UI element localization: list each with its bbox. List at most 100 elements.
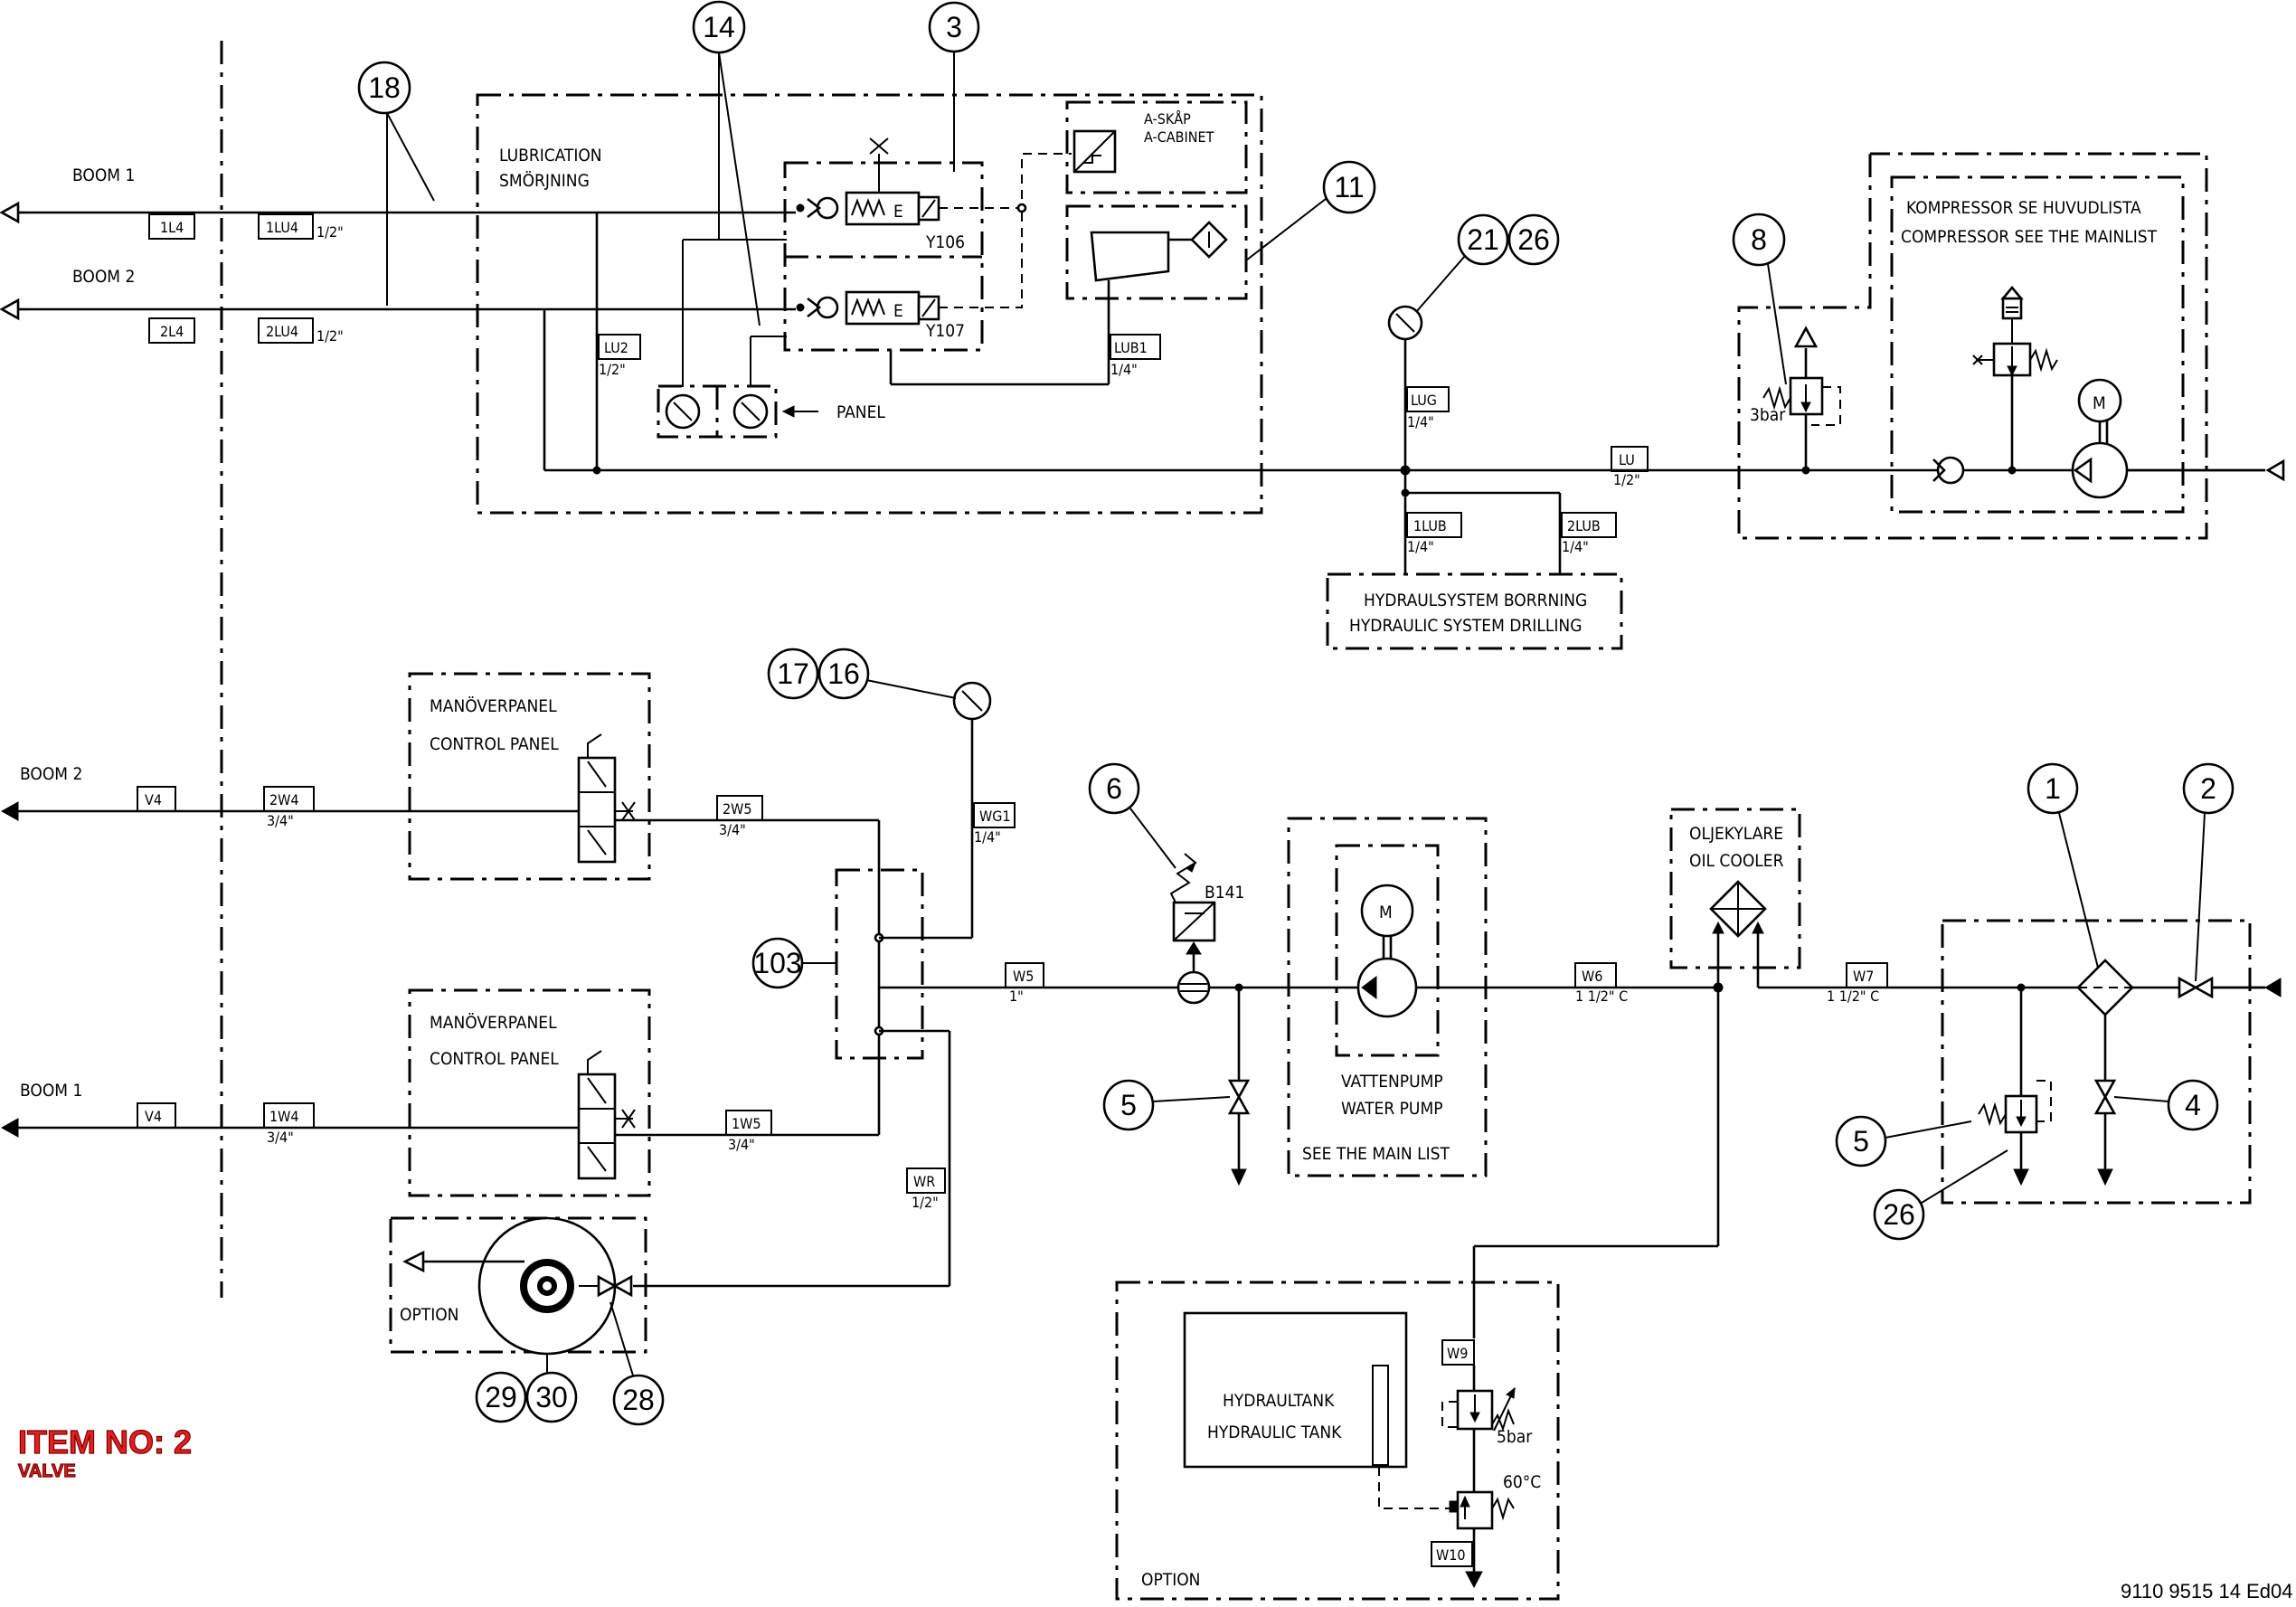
callout-26 bbox=[1873, 1188, 1925, 1241]
kompressor-en: COMPRESSOR SEE THE MAINLIST bbox=[1901, 227, 2158, 247]
svg-text:14: 14 bbox=[703, 11, 735, 43]
callout-21 bbox=[1507, 213, 1560, 266]
svg-text:29: 29 bbox=[485, 1381, 517, 1413]
svg-text:1/4": 1/4" bbox=[1407, 538, 1434, 555]
svg-text:6: 6 bbox=[1106, 772, 1122, 805]
callout-20 bbox=[1457, 213, 1509, 266]
svg-text:1/4": 1/4" bbox=[974, 828, 1001, 846]
water-pump-box bbox=[1287, 817, 1488, 1177]
flow-indicator-icon bbox=[1176, 970, 1211, 1005]
hyd-drill-en: HYDRAULIC SYSTEM DRILLING bbox=[1349, 616, 1582, 636]
boom2-water-arrow bbox=[0, 801, 19, 821]
manover-label-2: MANÖVERPANEL bbox=[430, 1012, 557, 1033]
svg-text:1 1/2" C: 1 1/2" C bbox=[1575, 988, 1628, 1005]
svg-text:8: 8 bbox=[1751, 223, 1767, 256]
boom2-top-label: BOOM 2 bbox=[72, 267, 135, 287]
water-pump-m: M bbox=[1379, 903, 1393, 922]
a-cabinet-label: A-CABINET bbox=[1144, 128, 1214, 146]
item-number: ITEM NO: 2 bbox=[18, 1423, 192, 1460]
tag-w9: W9 bbox=[1447, 1345, 1468, 1362]
callout-4 bbox=[1835, 1115, 1887, 1167]
bar5-label: 5bar bbox=[1497, 1427, 1533, 1447]
hydraulic-tank bbox=[1183, 1311, 1408, 1469]
svg-text:5: 5 bbox=[1853, 1125, 1869, 1158]
lubrication-enclosure bbox=[476, 93, 1263, 515]
tag-v4-a: V4 bbox=[145, 791, 162, 808]
control-label-1: CONTROL PANEL bbox=[430, 734, 559, 754]
item-type: VALVE bbox=[18, 1461, 76, 1481]
vattenpump-label: VATTENPUMP bbox=[1341, 1072, 1443, 1092]
panel-label: PANEL bbox=[836, 402, 885, 422]
control-panel-boom2 bbox=[408, 672, 651, 881]
callout-5 bbox=[2167, 1079, 2219, 1131]
boom2-mid-label: BOOM 2 bbox=[20, 764, 82, 784]
svg-text:1/2": 1/2" bbox=[317, 223, 344, 241]
tag-2w5: 2W5 bbox=[723, 800, 752, 818]
svg-text:1: 1 bbox=[2045, 772, 2061, 805]
svg-text:3: 3 bbox=[946, 11, 962, 43]
svg-text:28: 28 bbox=[622, 1384, 655, 1416]
tag-w5: W5 bbox=[1013, 968, 1034, 985]
tag-w10: W10 bbox=[1436, 1546, 1466, 1564]
callout-3 bbox=[1102, 1079, 1155, 1131]
option-bottom-label: OPTION bbox=[1141, 1570, 1200, 1590]
lubrication-label: LUBRICATION bbox=[499, 146, 602, 165]
callout-17 bbox=[817, 648, 870, 700]
boom1-water-arrow bbox=[0, 1118, 19, 1138]
tag-2lub: 2LUB bbox=[1567, 517, 1601, 534]
svg-text:1/4": 1/4" bbox=[1562, 538, 1589, 555]
tag-1w4: 1W4 bbox=[269, 1108, 299, 1125]
tag-wr: WR bbox=[913, 1173, 935, 1190]
manover-label-1: MANÖVERPANEL bbox=[430, 695, 557, 716]
solenoid-e-1: E bbox=[893, 202, 903, 222]
svg-text:1 1/2" C: 1 1/2" C bbox=[1827, 988, 1879, 1005]
hyd-drill-sv: HYDRAULSYSTEM BORRNING bbox=[1364, 591, 1587, 610]
option-left-label: OPTION bbox=[400, 1305, 458, 1325]
oljekylare-label: OLJEKYLARE bbox=[1689, 824, 1783, 844]
svg-text:30: 30 bbox=[535, 1381, 568, 1413]
tag-lug: LUG bbox=[1411, 392, 1437, 409]
callout-6 bbox=[1088, 762, 1140, 815]
compressor-inlet-arrow bbox=[2265, 458, 2285, 482]
option-tank-box bbox=[1115, 1281, 1560, 1601]
svg-text:1/2": 1/2" bbox=[317, 327, 344, 345]
tag-1lub: 1LUB bbox=[1413, 517, 1447, 534]
svg-text:11: 11 bbox=[1334, 171, 1364, 203]
callout-1 bbox=[2027, 762, 2079, 815]
option-reel-box bbox=[389, 1216, 647, 1354]
svg-text:26: 26 bbox=[1883, 1198, 1915, 1231]
y106-label: Y106 bbox=[925, 232, 965, 252]
svg-text:3/4": 3/4" bbox=[719, 821, 746, 838]
smorjning-label: SMÖRJNING bbox=[499, 170, 590, 191]
svg-text:26: 26 bbox=[1517, 223, 1550, 256]
svg-text:3/4": 3/4" bbox=[267, 1129, 294, 1146]
callout-29 bbox=[475, 1371, 527, 1423]
svg-text:4: 4 bbox=[2185, 1089, 2201, 1121]
tag-1w5: 1W5 bbox=[732, 1115, 761, 1132]
callout-28 bbox=[612, 1374, 665, 1426]
callout-11 bbox=[1322, 160, 1376, 214]
tag-lu2: LU2 bbox=[604, 339, 628, 356]
svg-text:103: 103 bbox=[753, 947, 801, 979]
water-inlet-arrow bbox=[2264, 978, 2282, 997]
tag-2l4: 2L4 bbox=[160, 323, 184, 340]
callout-18 bbox=[767, 648, 819, 700]
callout-2 bbox=[2182, 762, 2235, 815]
tag-lub1: LUB1 bbox=[1114, 339, 1148, 356]
solenoid-e-2: E bbox=[893, 301, 903, 321]
svg-text:16: 16 bbox=[827, 657, 860, 690]
svg-text:1/2": 1/2" bbox=[1613, 471, 1640, 488]
hydraulic-tank-label: HYDRAULIC TANK bbox=[1207, 1423, 1342, 1442]
svg-text:5: 5 bbox=[1120, 1089, 1137, 1121]
hydraulic-drilling-box bbox=[1326, 572, 1623, 650]
hydraultank-label: HYDRAULTANK bbox=[1223, 1391, 1335, 1411]
compressor-motor-m: M bbox=[2093, 393, 2106, 413]
kompressor-sv: KOMPRESSOR SE HUVUDLISTA bbox=[1906, 198, 2141, 218]
oil-cooler-label: OIL COOLER bbox=[1689, 851, 1784, 871]
boom1-top-arrow bbox=[0, 201, 20, 224]
control-label-2: CONTROL PANEL bbox=[430, 1049, 559, 1069]
tag-w7: W7 bbox=[1853, 968, 1874, 985]
svg-text:18: 18 bbox=[368, 71, 401, 104]
svg-text:3/4": 3/4" bbox=[267, 812, 294, 829]
